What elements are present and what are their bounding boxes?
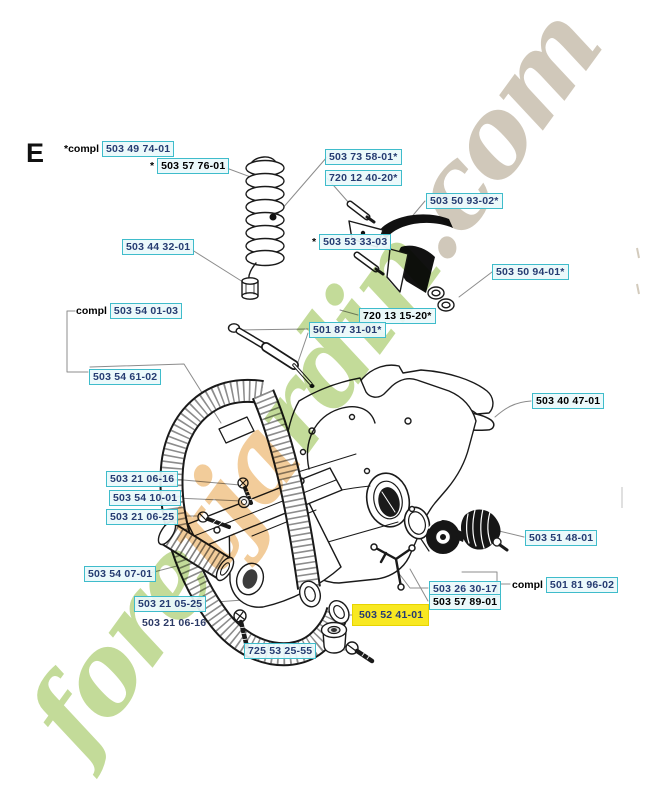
part-label-503-54-61-02[interactable]: 503 54 61-02 — [89, 369, 162, 385]
part-label-503-21-05-25[interactable]: 503 21 05-25 — [134, 596, 207, 612]
part-number[interactable]: 503 50 93-02* — [426, 193, 503, 209]
part-number[interactable]: 503 73 58-01* — [325, 149, 402, 165]
part-number[interactable]: 720 12 40-20* — [325, 170, 402, 186]
part-label-503-50-94-01[interactable]: 503 50 94-01* — [492, 264, 569, 280]
part-number[interactable]: 503 44 32-01 — [122, 239, 195, 255]
part-number[interactable]: 503 57 76-01 — [157, 158, 230, 174]
part-label-prefix: compl — [512, 579, 543, 591]
screw-725-53-25-55 — [345, 641, 375, 664]
part-label-503-57-89-01[interactable]: 503 57 89-01 — [429, 594, 502, 610]
part-label-503-57-76-01[interactable]: *503 57 76-01 — [150, 158, 230, 174]
gasket-ring — [403, 505, 431, 552]
part-number[interactable]: 503 21 06-16 — [106, 471, 179, 487]
part-label-prefix: *compl — [64, 143, 100, 155]
coil-spring — [245, 156, 285, 282]
part-number[interactable]: 503 54 10-01 — [109, 490, 182, 506]
part-label-503-51-48-01[interactable]: 503 51 48-01 — [525, 530, 598, 546]
part-number[interactable]: 503 53 33-03 — [319, 234, 392, 250]
spring-cap — [241, 277, 259, 300]
front-handle-diagonal-tube — [251, 389, 322, 608]
part-number: 503 21 06-16 — [142, 617, 207, 629]
part-number[interactable]: 503 21 06-25 — [106, 509, 179, 525]
part-label-prefix: * — [150, 160, 155, 172]
part-number[interactable]: 503 40 47-01 — [532, 393, 605, 409]
part-label-503-52-41-01[interactable]: 503 52 41-01 — [352, 604, 430, 626]
nut-503-54-10-01 — [237, 495, 251, 509]
part-label-503-73-58-01[interactable]: 503 73 58-01* — [325, 149, 402, 165]
part-label-725-53-25-55[interactable]: 725 53 25-55 — [244, 643, 317, 659]
screw-503-21-06-16-upper — [237, 477, 253, 505]
screw-503-21-06-16-lower — [233, 609, 250, 650]
cylinder-bore-opening — [365, 472, 411, 528]
handle-clamp — [218, 416, 255, 444]
part-number[interactable]: 720 13 15-20* — [359, 308, 436, 324]
roll-pin-lower — [353, 251, 385, 276]
part-label-prefix: compl — [76, 305, 107, 317]
part-label-720-13-15-20[interactable]: 720 13 15-20* — [359, 308, 436, 324]
part-label-503-40-47-01[interactable]: 503 40 47-01 — [532, 393, 605, 409]
part-label-720-12-40-20[interactable]: 720 12 40-20* — [325, 170, 402, 186]
part-number[interactable]: 503 51 48-01 — [525, 530, 598, 546]
part-label-503-44-32-01[interactable]: 503 44 32-01 — [122, 239, 195, 255]
chain-brake-flag — [386, 245, 435, 293]
part-label-503-54-10-01[interactable]: 503 54 10-01 — [109, 490, 182, 506]
part-label-503-21-06-16-upper[interactable]: 503 21 06-16 — [106, 471, 179, 487]
part-label-503-54-07-01[interactable]: 503 54 07-01 — [84, 566, 157, 582]
roll-pin-upper — [346, 200, 376, 224]
fuel-pickup-tube — [227, 323, 315, 388]
cap-assembly-drum — [426, 519, 465, 554]
part-number[interactable]: 503 21 05-25 — [134, 596, 207, 612]
av-element-503-51-48-01 — [460, 508, 509, 552]
bushing-503-52-41-01 — [320, 621, 348, 654]
part-number[interactable]: 725 53 25-55 — [244, 643, 317, 659]
grip-cylinder — [157, 520, 235, 582]
part-label-503-21-06-16-lower: 503 21 06-16 — [139, 616, 209, 630]
part-number[interactable]: 503 54 01-03 — [109, 303, 183, 319]
retainer-clip — [370, 543, 416, 591]
part-label-503-53-33-03[interactable]: *503 53 33-03 — [312, 234, 392, 250]
part-number[interactable]: 501 87 31-01* — [309, 322, 386, 338]
part-label-prefix: * — [312, 236, 317, 248]
part-label-503-21-06-25[interactable]: 503 21 06-25 — [106, 509, 179, 525]
part-number[interactable]: 503 54 61-02 — [89, 369, 162, 385]
part-number[interactable]: 503 49 74-01 — [102, 141, 175, 157]
part-label-503-50-93-02[interactable]: 503 50 93-02* — [426, 193, 503, 209]
part-label-501-87-31-01[interactable]: 501 87 31-01* — [309, 322, 386, 338]
part-number[interactable]: 503 54 07-01 — [84, 566, 157, 582]
part-number[interactable]: 503 52 41-01 — [352, 604, 430, 626]
screw-503-21-06-25 — [197, 511, 231, 529]
part-number[interactable]: 501 81 96-02 — [545, 577, 619, 593]
part-number[interactable]: 503 57 89-01 — [429, 594, 502, 610]
washer-rings — [427, 286, 455, 312]
part-number[interactable]: 503 50 94-01* — [492, 264, 569, 280]
figure-letter: E — [26, 138, 46, 168]
